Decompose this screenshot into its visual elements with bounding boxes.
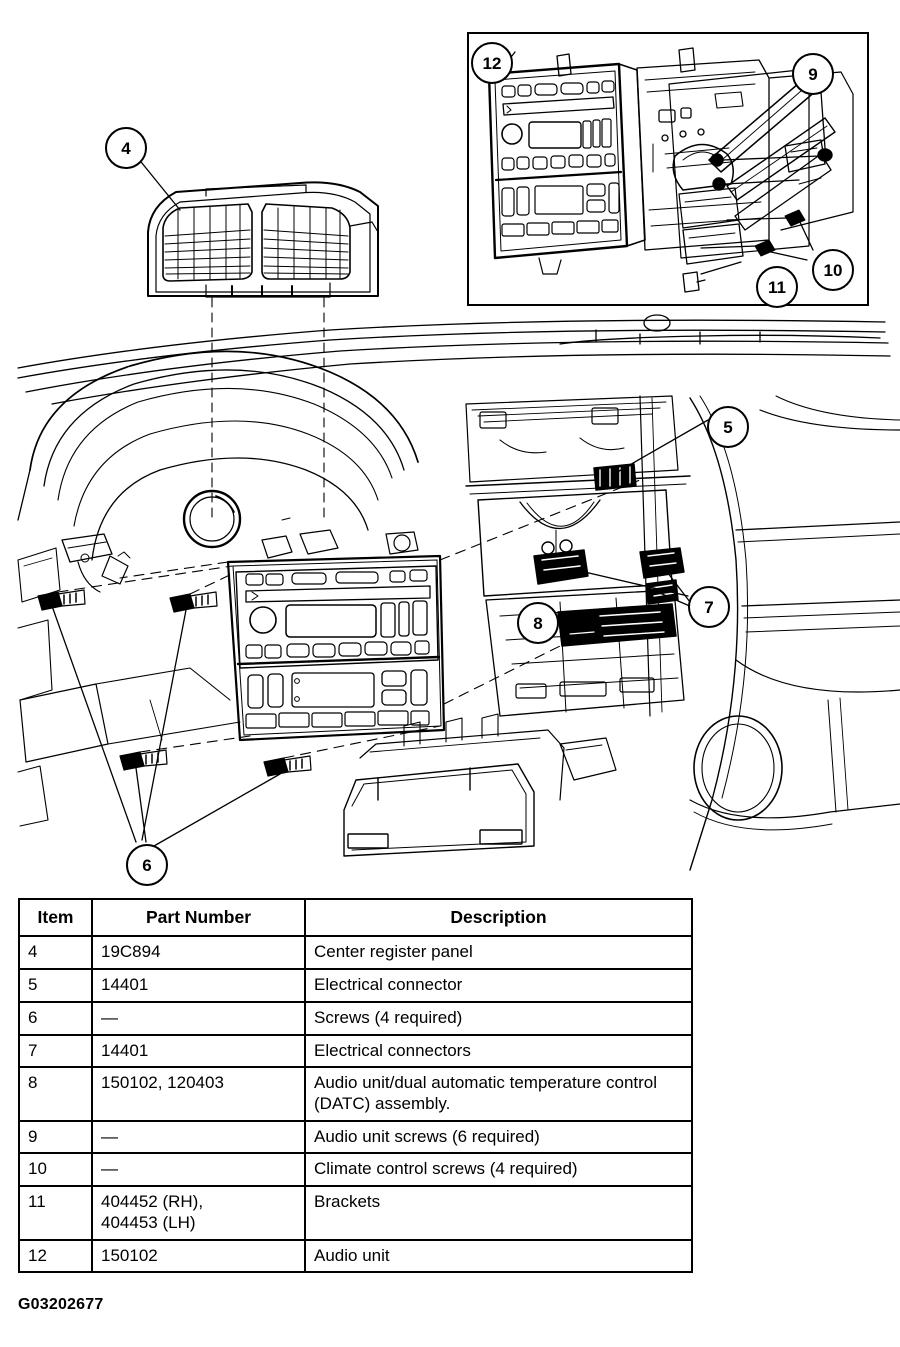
audio-unit-faceplate: [487, 62, 646, 275]
cell-part-number: 150102: [91, 1238, 306, 1274]
cell-part-number: 19C894: [91, 935, 306, 971]
cell-description: Audio unit screws (6 required): [304, 1119, 693, 1155]
cell-part-number: 150102, 120403: [91, 1066, 306, 1122]
callout-9[interactable]: 9: [792, 53, 834, 95]
cell-description: Electrical connector: [304, 968, 693, 1003]
cell-item: 6: [18, 1000, 93, 1036]
cell-item: 10: [18, 1152, 93, 1188]
cell-item: 4: [18, 935, 93, 971]
callout-leader-lines: [51, 151, 709, 847]
figure-code: G03202677: [18, 1296, 104, 1313]
cell-item: 9: [18, 1119, 93, 1155]
center-console-bracket: [343, 713, 617, 857]
callout-6[interactable]: 6: [126, 844, 168, 886]
mounting-brackets: [668, 69, 854, 265]
exploded-view-figure: 4 5 6 7 8 12 9 10 11: [17, 32, 900, 886]
cell-part-number: —: [91, 1119, 306, 1155]
door-trim-panel: [689, 395, 900, 871]
callout-10[interactable]: 10: [812, 249, 854, 291]
cell-description: Brackets: [304, 1185, 693, 1241]
table-header-row: Item Part Number Description: [18, 897, 693, 938]
left-lower-dash: [17, 469, 241, 827]
table-row: 10—Climate control screws (4 required): [18, 1152, 693, 1188]
electrical-connectors: [533, 463, 685, 647]
cell-item: 7: [18, 1033, 93, 1069]
cell-item: 12: [18, 1238, 93, 1274]
header-item: Item: [18, 897, 93, 938]
audio-climate-faceplate: [226, 554, 446, 742]
callout-11[interactable]: 11: [756, 266, 798, 308]
callout-5[interactable]: 5: [707, 406, 749, 448]
header-part-number: Part Number: [91, 897, 306, 938]
cell-part-number: —: [91, 1000, 306, 1036]
screw-fasteners: [37, 589, 312, 777]
cell-item: 5: [18, 968, 93, 1003]
dashboard-line-drawing: [17, 151, 900, 871]
callout-7[interactable]: 7: [688, 586, 730, 628]
cell-part-number: 404452 (RH), 404453 (LH): [91, 1185, 306, 1241]
audio-unit-chassis: [556, 47, 770, 293]
cell-description: Audio unit/dual automatic temperature co…: [304, 1066, 693, 1122]
header-description: Description: [304, 897, 693, 938]
alignment-dashed-lines: [57, 479, 641, 759]
cell-description: Screws (4 required): [304, 1000, 693, 1036]
callout-4[interactable]: 4: [105, 127, 147, 169]
cowl-band: [17, 314, 891, 405]
callout-12[interactable]: 12: [471, 42, 513, 84]
table-row: 9—Audio unit screws (6 required): [18, 1119, 693, 1155]
cell-part-number: —: [91, 1152, 306, 1188]
cell-item: 8: [18, 1066, 93, 1122]
cell-item: 11: [18, 1185, 93, 1241]
center-register-panel-art: [147, 181, 379, 298]
instrument-cluster-hood: [29, 350, 419, 593]
callout-8[interactable]: 8: [517, 602, 559, 644]
cell-part-number: 14401: [91, 1033, 306, 1069]
audio-unit-assembly-drawing: [487, 47, 854, 293]
cell-description: Climate control screws (4 required): [304, 1152, 693, 1188]
inset-leader-lines: [500, 51, 826, 283]
cell-part-number: 14401: [91, 968, 306, 1003]
table-row: 6—Screws (4 required): [18, 1000, 693, 1036]
cell-description: Electrical connectors: [304, 1033, 693, 1069]
cell-description: Audio unit: [304, 1238, 693, 1274]
cell-description: Center register panel: [304, 935, 693, 971]
